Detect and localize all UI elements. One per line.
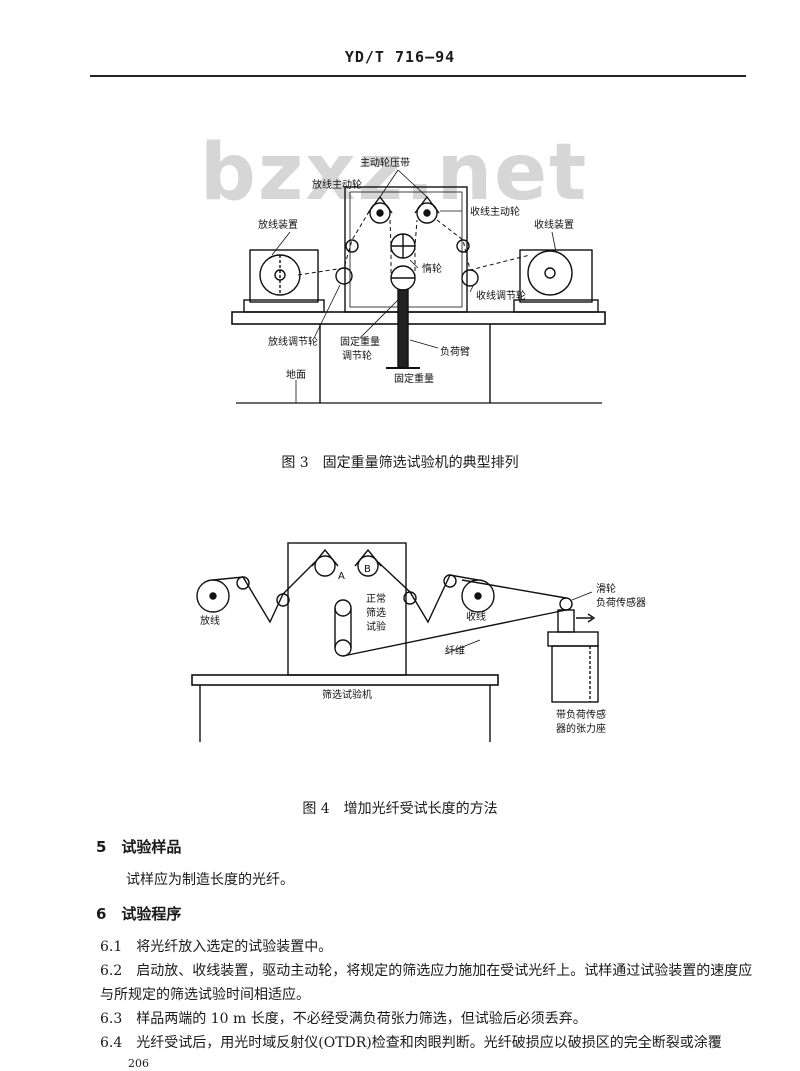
label-fixed-weight-dancer-2: 调节轮 [342, 349, 372, 362]
label-takeup: 收线 [466, 610, 486, 623]
sheave [559, 597, 573, 611]
clause-text: 样品两端的 10 m 长度，不必经受满负荷张力筛选，但试验后必须丢弃。 [136, 1011, 587, 1027]
clause-6-3: 6.3 样品两端的 10 m 长度，不必经受满负荷张力筛选，但试验后必须丢弃。 [100, 1007, 760, 1031]
label-normal-1: 正常 [366, 592, 386, 605]
label-load-sensor: 负荷传感器 [596, 596, 646, 609]
label-takeup-dancer: 收线调节轮 [476, 289, 526, 302]
clause-6-2: 6.2 启动放、收线装置，驱动主动轮，将规定的筛选应力施加在受试光纤上。试样通过… [100, 959, 760, 1007]
label-payout-dancer: 放线调节轮 [268, 335, 318, 348]
figure-4-caption: 图 4 增加光纤受试长度的方法 [302, 801, 498, 817]
capstan-b [357, 555, 379, 577]
clause-number: 6.2 [100, 963, 123, 979]
machine-table [191, 674, 499, 686]
header-rule [90, 75, 746, 77]
label-normal-3: 试验 [366, 620, 386, 633]
clause-number: 6.4 [100, 1035, 123, 1051]
section-5-title: 5 试验样品 [96, 838, 182, 856]
label-point-b: B [364, 564, 371, 575]
label-sheave: 滑轮 [596, 582, 616, 595]
payout-capstan [369, 202, 391, 224]
label-machine: 筛选试验机 [322, 688, 372, 701]
payout-device-box [249, 249, 319, 303]
figure-4-diagram: A B 正常 筛选 试验 放线 收线 滑轮 负荷传感器 纤维 筛选试验机 带负荷… [191, 542, 646, 742]
label-tension-base-1: 带负荷传感 [556, 708, 606, 721]
label-payout-capstan: 放线主动轮 [312, 178, 362, 191]
standard-header: YD/T 716—94 [344, 48, 456, 66]
label-tension-base-2: 器的张力座 [556, 722, 606, 735]
label-capstan-belt: 主动轮压带 [360, 156, 410, 169]
figure-3-diagram: 主动轮压带 放线主动轮 收线主动轮 放线装置 收线装置 惰轮 收线调节轮 放线调… [231, 156, 606, 404]
label-payout: 放线 [200, 614, 220, 627]
takeup-capstan [416, 202, 438, 224]
capstan-a [314, 555, 336, 577]
clause-text: 启动放、收线装置，驱动主动轮，将规定的筛选应力施加在受试光纤上。试样通过试验装置… [100, 963, 753, 1003]
label-pulley: 惰轮 [422, 262, 442, 275]
watermark: bzxz.net [200, 128, 589, 218]
clause-6-4: 6.4 光纤受试后，用光时域反射仪(OTDR)检查和肉眼判断。光纤破损应以破损区… [100, 1031, 760, 1055]
label-fixed-weight-dancer-1: 固定重量 [340, 335, 380, 348]
label-point-a: A [338, 571, 345, 582]
label-payout-device: 放线装置 [258, 218, 298, 231]
figure-3-caption: 图 3 固定重量筛选试验机的典型排列 [281, 455, 519, 471]
clause-text: 光纤受试后，用光时域反射仪(OTDR)检查和肉眼判断。光纤破损应以破损区的完全断… [136, 1035, 722, 1051]
base-plate [231, 311, 606, 325]
tension-stand [551, 645, 599, 703]
section-5-body: 试样应为制造长度的光纤。 [126, 872, 294, 888]
payout-dancer [335, 267, 353, 285]
label-takeup-device: 收线装置 [534, 218, 574, 231]
clause-number: 6.3 [100, 1011, 123, 1027]
clause-number: 6.1 [100, 939, 123, 955]
label-takeup-capstan: 收线主动轮 [470, 205, 520, 218]
takeup-reel [527, 250, 573, 296]
section-6-title: 6 试验程序 [96, 905, 182, 923]
label-fixed-weight: 固定重量 [394, 372, 434, 385]
clause-text: 将光纤放入选定的试验装置中。 [136, 939, 333, 955]
clause-6-1: 6.1 将光纤放入选定的试验装置中。 [100, 935, 760, 959]
label-fiber: 纤维 [445, 644, 465, 657]
page-number: 206 [128, 1057, 149, 1070]
label-ground: 地面 [286, 368, 306, 381]
label-load-arm: 负荷臂 [440, 345, 470, 358]
label-normal-2: 筛选 [366, 606, 386, 619]
